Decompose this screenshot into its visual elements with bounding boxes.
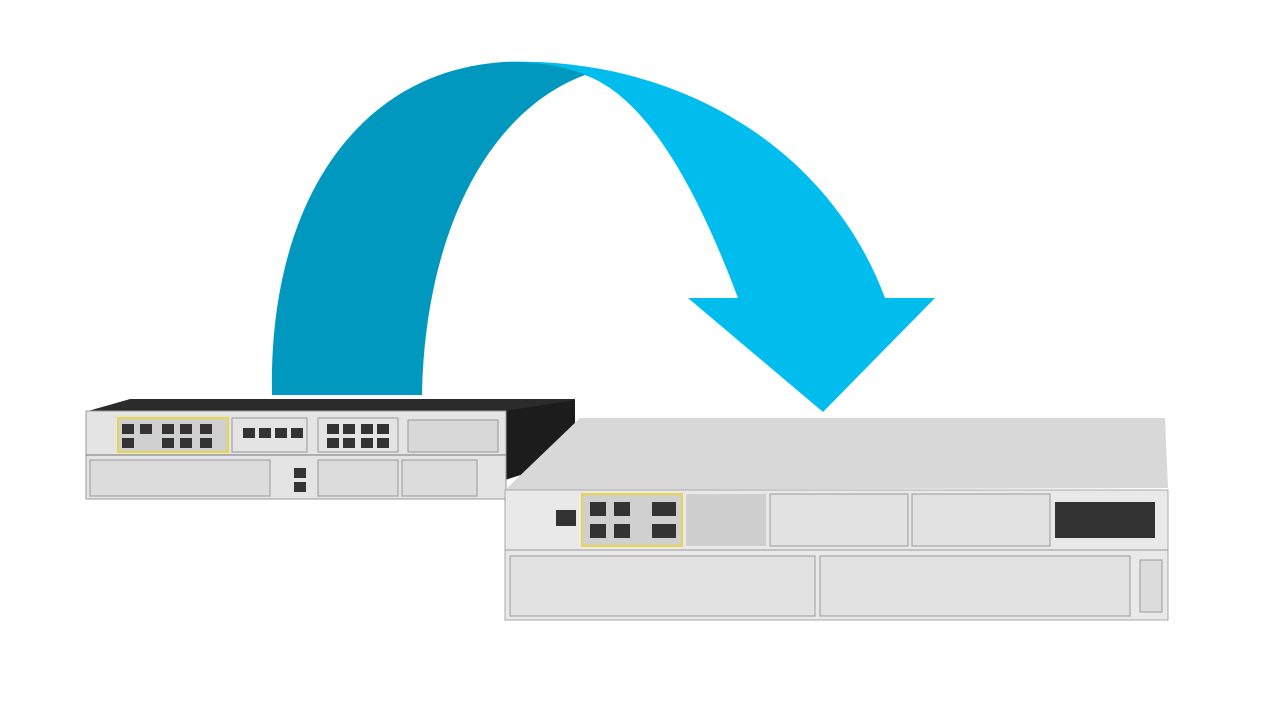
curved-arrow-icon [271,61,935,413]
new-router-image [504,418,1169,621]
old-router-image [85,399,575,500]
arrow-dark-segment [271,62,585,395]
arrow-light-segment [500,61,935,413]
